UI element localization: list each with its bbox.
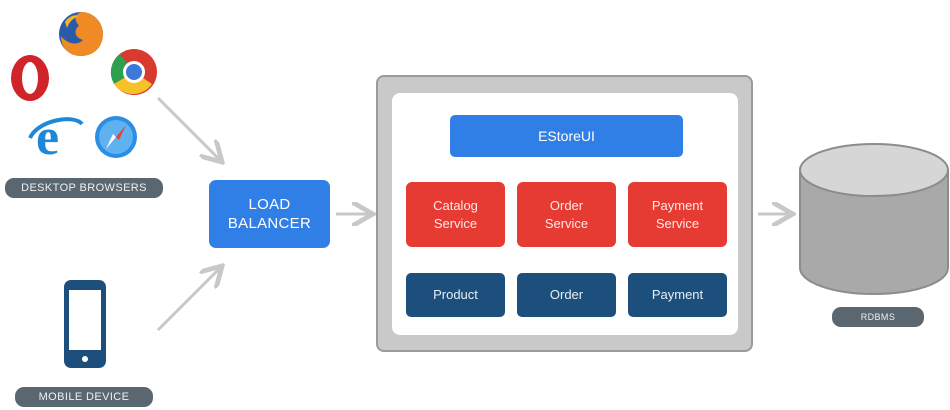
catalog-service-box: Catalog Service xyxy=(406,182,505,247)
mobile-phone-icon xyxy=(64,280,106,368)
service-line2: Service xyxy=(544,215,589,231)
database-cylinder-icon xyxy=(799,143,949,295)
service-line2: Service xyxy=(433,215,478,231)
product-store-box: Product xyxy=(406,273,505,317)
service-line1: Order xyxy=(549,197,584,213)
load-balancer-line2: BALANCER xyxy=(227,215,312,232)
service-line2: Service xyxy=(655,215,700,231)
service-line1: Catalog xyxy=(433,197,478,213)
internet-explorer-icon: e xyxy=(28,109,84,162)
load-balancer-line1: LOAD xyxy=(248,196,291,213)
load-balancer-box: LOAD BALANCER xyxy=(209,180,330,248)
safari-icon xyxy=(95,116,137,158)
arrow-desktop-to-lb xyxy=(156,96,220,160)
chrome-icon xyxy=(110,49,157,95)
order-service-box: Order Service xyxy=(517,182,616,247)
desktop-browsers-label: DESKTOP BROWSERS xyxy=(5,178,163,198)
service-line1: Payment xyxy=(651,197,704,213)
rdbms-label: RDBMS xyxy=(832,307,924,327)
payment-service-box: Payment Service xyxy=(628,182,727,247)
opera-icon xyxy=(11,55,49,101)
arrow-mobile-to-lb xyxy=(156,268,220,332)
order-store-box: Order xyxy=(517,273,616,317)
estore-ui-box: EStoreUI xyxy=(450,115,683,157)
mobile-device-label: MOBILE DEVICE xyxy=(15,387,153,407)
firefox-icon xyxy=(59,12,103,56)
payment-store-box: Payment xyxy=(628,273,727,317)
